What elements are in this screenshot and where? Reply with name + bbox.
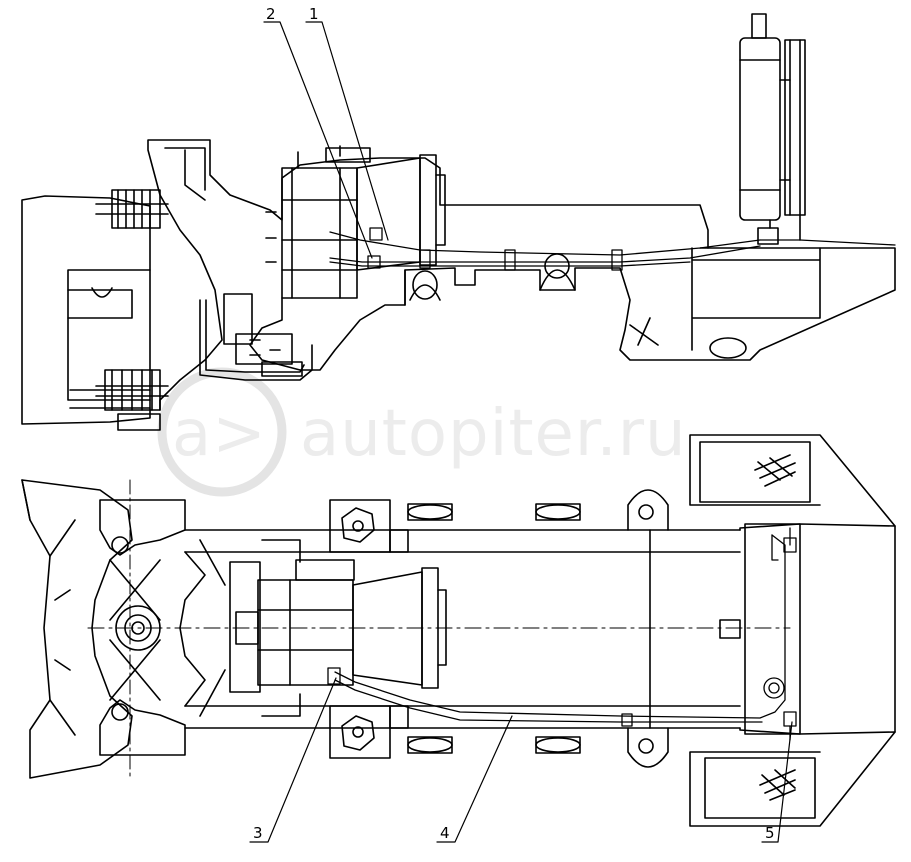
watermark: a> autopiter.ru [157, 367, 687, 497]
callout-1-leader [305, 21, 389, 241]
top-frame-rail-lower [184, 705, 741, 729]
top-front-frame [179, 551, 206, 707]
top-frame-rail-upper [184, 529, 741, 553]
top-transmission [229, 539, 447, 717]
top-hub-upper [329, 499, 409, 553]
callout-5-leader [761, 721, 793, 843]
callout-5-label: 5 [765, 824, 775, 842]
side-main-frame [147, 139, 709, 411]
callout-3-label: 3 [253, 824, 263, 842]
callout-2: 2 [263, 5, 373, 259]
side-filter [739, 13, 806, 245]
side-view [21, 13, 896, 431]
top-lug-4 [535, 737, 581, 753]
side-rear-box [691, 247, 821, 351]
side-lower-pipes [199, 293, 313, 381]
top-lug-2 [535, 504, 581, 520]
watermark-logo-mark: a> [172, 397, 267, 471]
watermark-text: autopiter.ru [300, 397, 687, 471]
top-blade [21, 479, 133, 779]
callout-4: 4 [436, 715, 513, 843]
side-pivot-lower [95, 369, 169, 431]
callout-5: 5 [761, 721, 793, 843]
side-transmission [265, 145, 446, 299]
callout-2-leader [263, 21, 373, 259]
top-push-arm-lower [99, 699, 186, 756]
callout-4-leader [436, 715, 513, 843]
top-cross-brace [109, 559, 161, 701]
side-hydraulic-lines [329, 227, 896, 271]
callout-3: 3 [249, 677, 337, 843]
callout-3-leader [249, 677, 337, 843]
watermark-logo-ring [157, 367, 287, 497]
callout-1-label: 1 [309, 5, 319, 23]
side-pivot-upper [95, 189, 169, 229]
side-blade [21, 195, 151, 425]
top-rear-section [689, 434, 896, 827]
side-frame-hole-1 [412, 270, 438, 300]
top-view [21, 434, 896, 827]
side-lower-frame [249, 247, 896, 371]
callout-4-label: 4 [440, 824, 450, 842]
top-hub-lower [329, 705, 409, 759]
side-frame-hole-3 [709, 337, 747, 359]
top-lug-3 [407, 737, 453, 753]
top-push-arm-upper [99, 499, 186, 556]
callout-1: 1 [305, 5, 389, 241]
callout-2-label: 2 [266, 5, 276, 23]
top-hydraulic-lines [327, 527, 797, 741]
top-lug-1 [407, 504, 453, 520]
